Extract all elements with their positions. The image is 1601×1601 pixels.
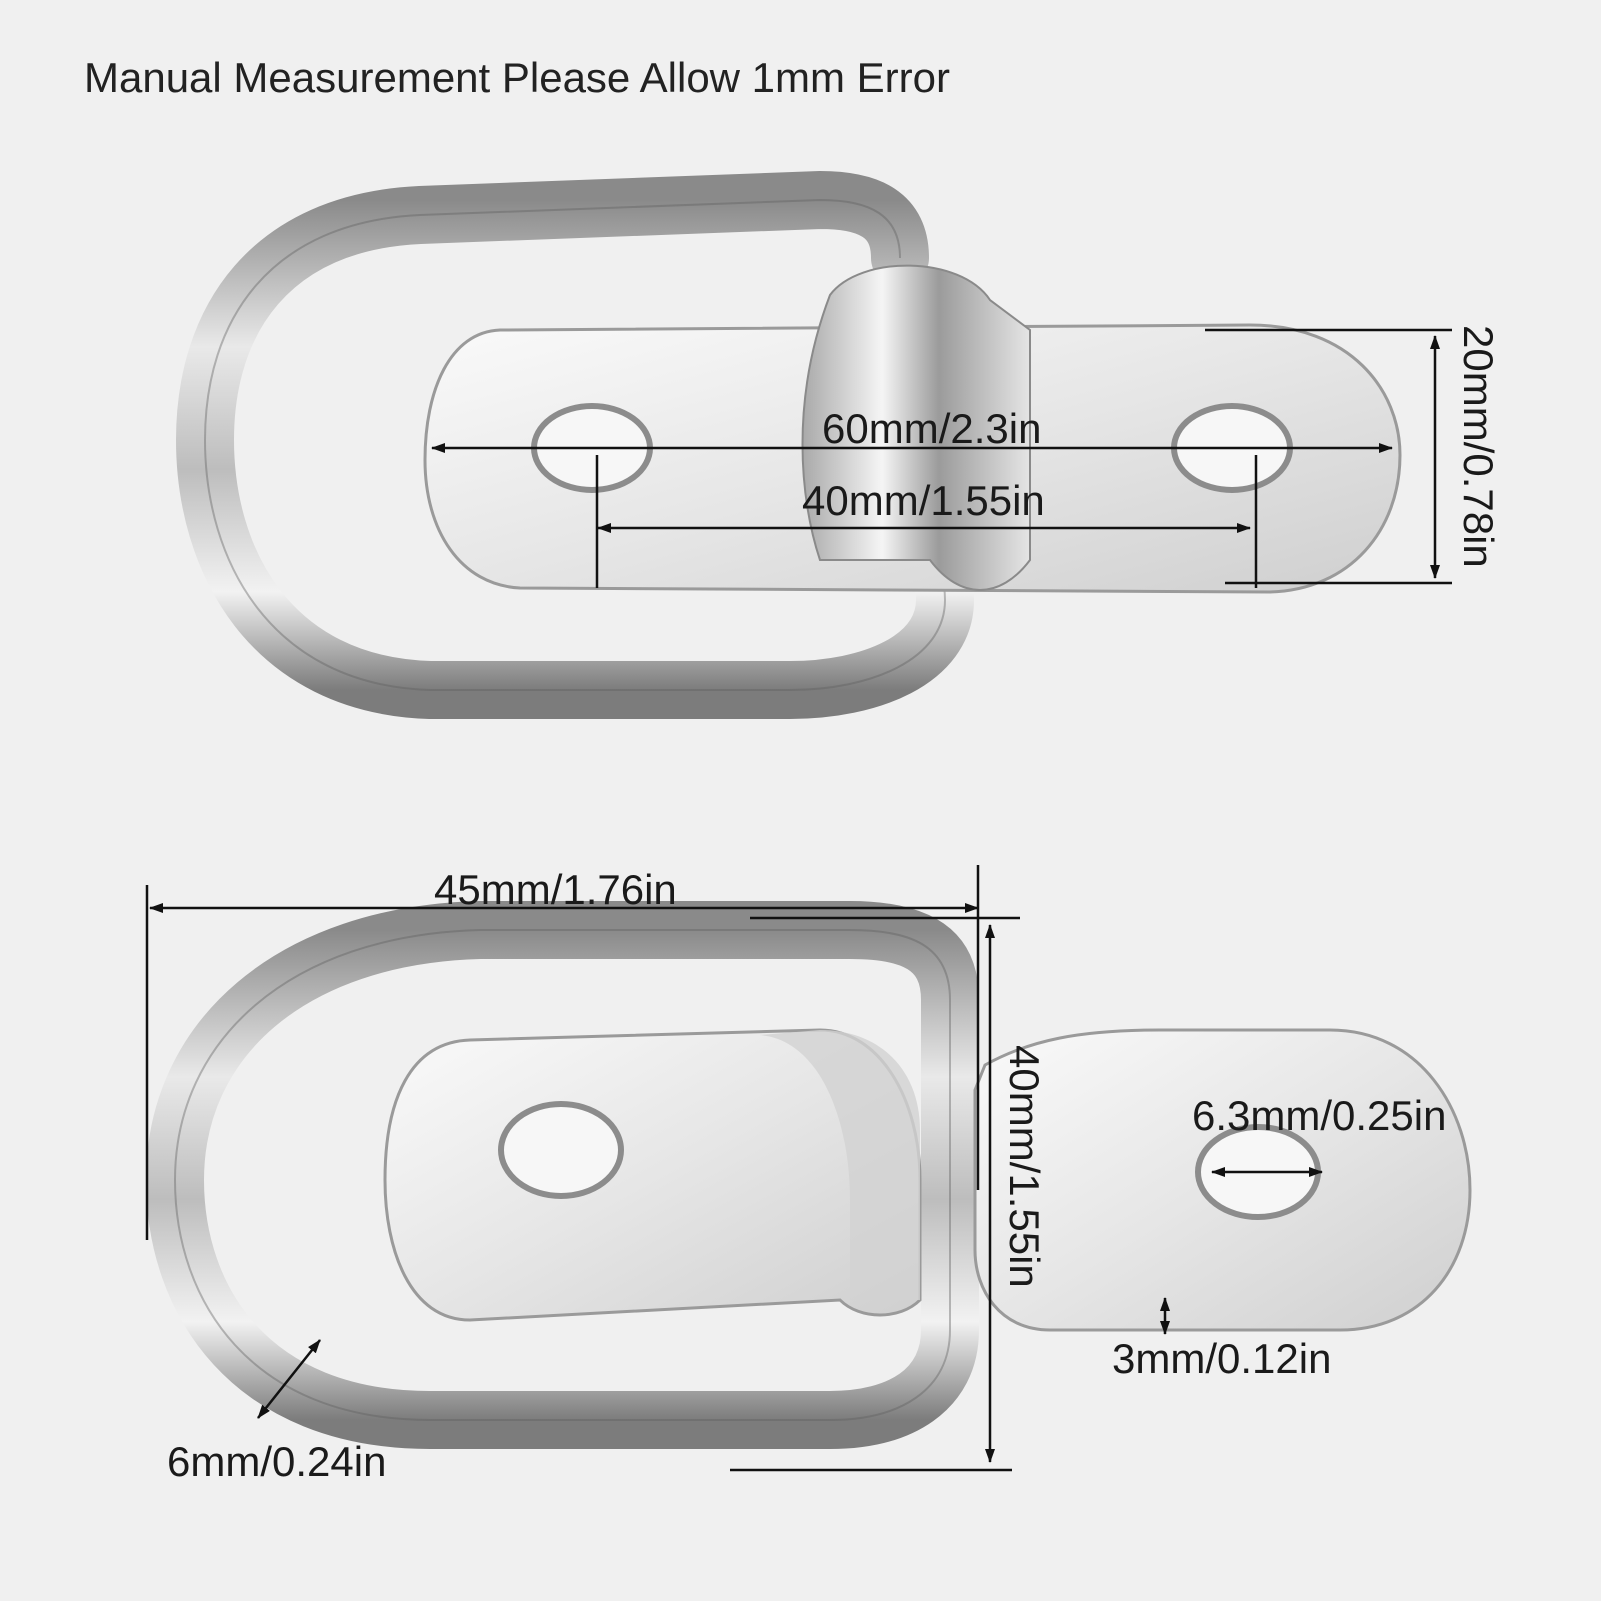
dimension-label-ring-height: 40mm/1.55in [1001, 1045, 1048, 1288]
dimension-lines [145, 328, 1452, 1472]
dimension-label-wire-diameter: 6mm/0.24in [167, 1438, 387, 1485]
dimension-label-ring-width: 45mm/1.76in [434, 866, 677, 913]
dimension-label-plate-thickness: 3mm/0.12in [1112, 1335, 1332, 1382]
dimension-label-plate-width: 20mm/0.78in [1455, 325, 1502, 568]
top-d-ring [175, 170, 975, 719]
dimension-label-overall-length: 60mm/2.3in [822, 405, 1042, 452]
dimension-label-hole-diameter: 6.3mm/0.25in [1192, 1092, 1447, 1139]
page-title: Manual Measurement Please Allow 1mm Erro… [84, 54, 951, 101]
bottom-d-ring [146, 901, 979, 1449]
dimension-label-hole-spacing: 40mm/1.55in [802, 477, 1045, 524]
